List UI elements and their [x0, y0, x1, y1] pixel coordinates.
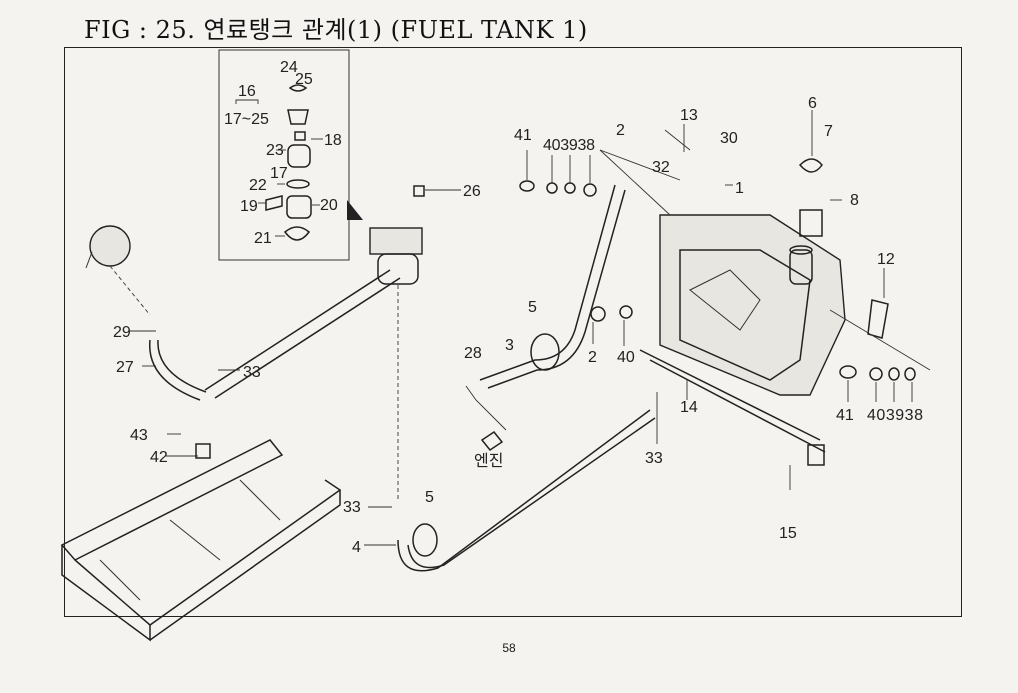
callout-18: 18	[324, 132, 342, 149]
callout-14: 14	[680, 399, 698, 416]
top-banjo-fittings	[519, 150, 597, 197]
callout-17-25: 17~25	[224, 111, 269, 128]
callout-15: 15	[779, 525, 797, 542]
callout-40-39-38-right: 403938	[867, 407, 923, 424]
callout-41-right: 41	[836, 407, 854, 424]
callout-2-top: 2	[616, 122, 625, 139]
chassis-frame	[60, 439, 342, 642]
callout-19: 19	[240, 198, 258, 215]
callout-33-left: 33	[243, 364, 261, 381]
callout-41-top: 41	[514, 127, 532, 144]
fuel-filter-assembly	[369, 185, 461, 285]
callout-26: 26	[463, 183, 481, 200]
return-hose	[465, 184, 626, 452]
callout-29: 29	[113, 324, 131, 341]
engine-label: 엔진	[474, 452, 503, 470]
callout-33-right: 33	[645, 450, 663, 467]
callout-32: 32	[652, 159, 670, 176]
callout-25: 25	[295, 71, 313, 88]
callout-30: 30	[720, 130, 738, 147]
callout-2-middle: 2	[588, 349, 597, 366]
callout-17: 17	[270, 165, 288, 182]
callout-13: 13	[680, 107, 698, 124]
callout-24: 24	[280, 59, 298, 76]
lower-fuel-hose	[364, 409, 656, 572]
callout-6: 6	[808, 95, 817, 112]
callout-3: 3	[505, 337, 514, 354]
filter-inset	[218, 49, 350, 261]
callout-4: 4	[352, 539, 361, 556]
callout-labels: 1 2 2 3 4 5 5 6 7 8 12 13 14 15 16 17~25…	[113, 59, 923, 556]
fuel-tank	[599, 110, 931, 490]
left-fuel-pump	[85, 225, 401, 459]
callout-33-lower: 33	[343, 499, 361, 516]
callout-43: 43	[130, 427, 148, 444]
callout-12: 12	[877, 251, 895, 268]
right-banjo-fittings	[839, 365, 916, 402]
callout-23: 23	[266, 142, 284, 159]
callout-5-lower: 5	[425, 489, 434, 506]
callout-21: 21	[254, 230, 272, 247]
callout-27: 27	[116, 359, 134, 376]
callout-5-upper: 5	[528, 299, 537, 316]
page-number: 58	[502, 641, 516, 655]
callout-40-middle: 40	[617, 349, 635, 366]
callout-42: 42	[150, 449, 168, 466]
callout-16: 16	[238, 83, 256, 100]
diagram-frame	[64, 47, 962, 617]
callout-7: 7	[824, 123, 833, 140]
callout-1: 1	[735, 180, 744, 197]
callout-20: 20	[320, 197, 338, 214]
callout-28: 28	[464, 345, 482, 362]
middle-bolt-washer	[590, 305, 633, 346]
callout-22: 22	[249, 177, 267, 194]
inset-pointer-arrow	[347, 200, 363, 220]
callout-40-39-38-top: 403938	[543, 137, 595, 154]
callout-8: 8	[850, 192, 859, 209]
page-title: FIG : 25. 연료탱크 관계(1) (FUEL TANK 1)	[84, 16, 588, 44]
